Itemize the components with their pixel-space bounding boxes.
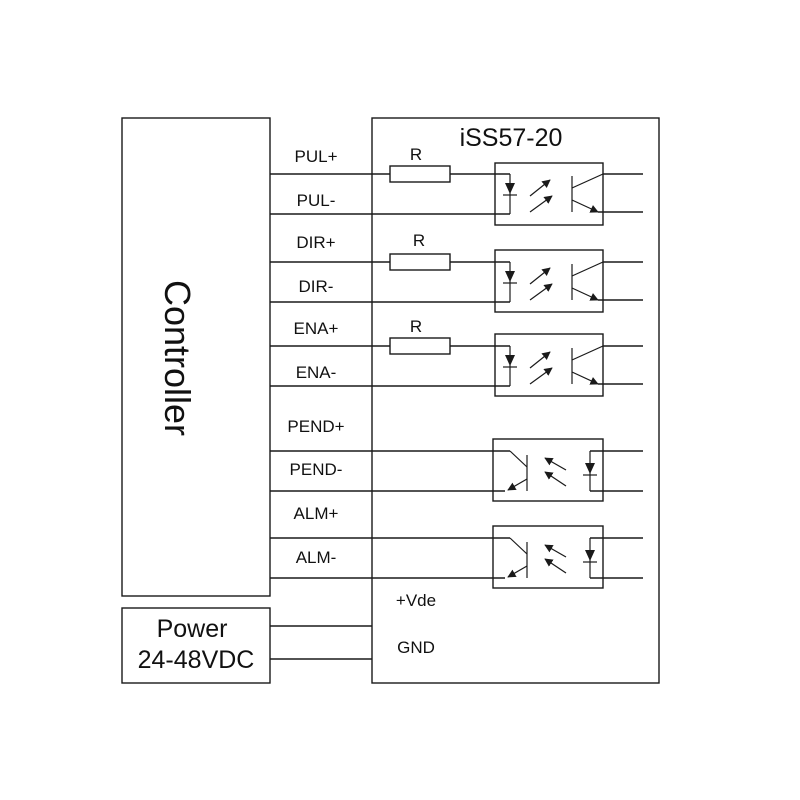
signal-label-alm-plus: ALM+ [294,504,339,523]
signal-label-dir-minus: DIR- [299,277,334,296]
controller-label: Controller [157,280,198,436]
power-voltage-label: 24-48VDC [138,646,255,674]
led-phototransistor-optocoupler-icon [372,333,643,397]
signal-label-alm-minus: ALM- [296,548,337,567]
signal-label-ena-plus: ENA+ [294,319,339,338]
vplus-terminal-label: +Vde [396,591,436,610]
controller-block: Controller [121,117,271,597]
output-optocouplers [372,438,643,589]
signal-label-pend-minus: PEND- [290,460,343,479]
power-label: Power [157,615,228,643]
led-phototransistor-optocoupler-icon [372,162,643,226]
power-wires: +Vde GND [270,591,436,660]
resistor-label-dir: R [413,231,425,250]
resistor-icon: R [389,317,510,355]
gnd-terminal-label: GND [397,638,435,657]
driver-title: iSS57-20 [460,124,563,152]
resistors: R R R [389,145,510,355]
led-phototransistor-optocoupler-icon [372,249,643,313]
signal-wires [270,173,390,579]
signal-labels: PUL+ PUL- DIR+ DIR- ENA+ ENA- PEND+ PEND… [287,147,344,567]
signal-label-pul-minus: PUL- [297,191,336,210]
signal-label-pul-plus: PUL+ [295,147,338,166]
driver-block: iSS57-20 [371,117,660,684]
signal-label-pend-plus: PEND+ [287,417,344,436]
resistor-label-pul: R [410,145,422,164]
phototransistor-led-optocoupler-icon [372,525,643,589]
power-block: Power 24-48VDC [121,607,271,684]
resistor-label-ena: R [410,317,422,336]
signal-label-dir-plus: DIR+ [296,233,335,252]
phototransistor-led-optocoupler-icon [372,438,643,502]
input-optocouplers [372,162,643,397]
signal-label-ena-minus: ENA- [296,363,337,382]
resistor-icon: R [389,145,510,183]
resistor-icon: R [389,231,510,271]
